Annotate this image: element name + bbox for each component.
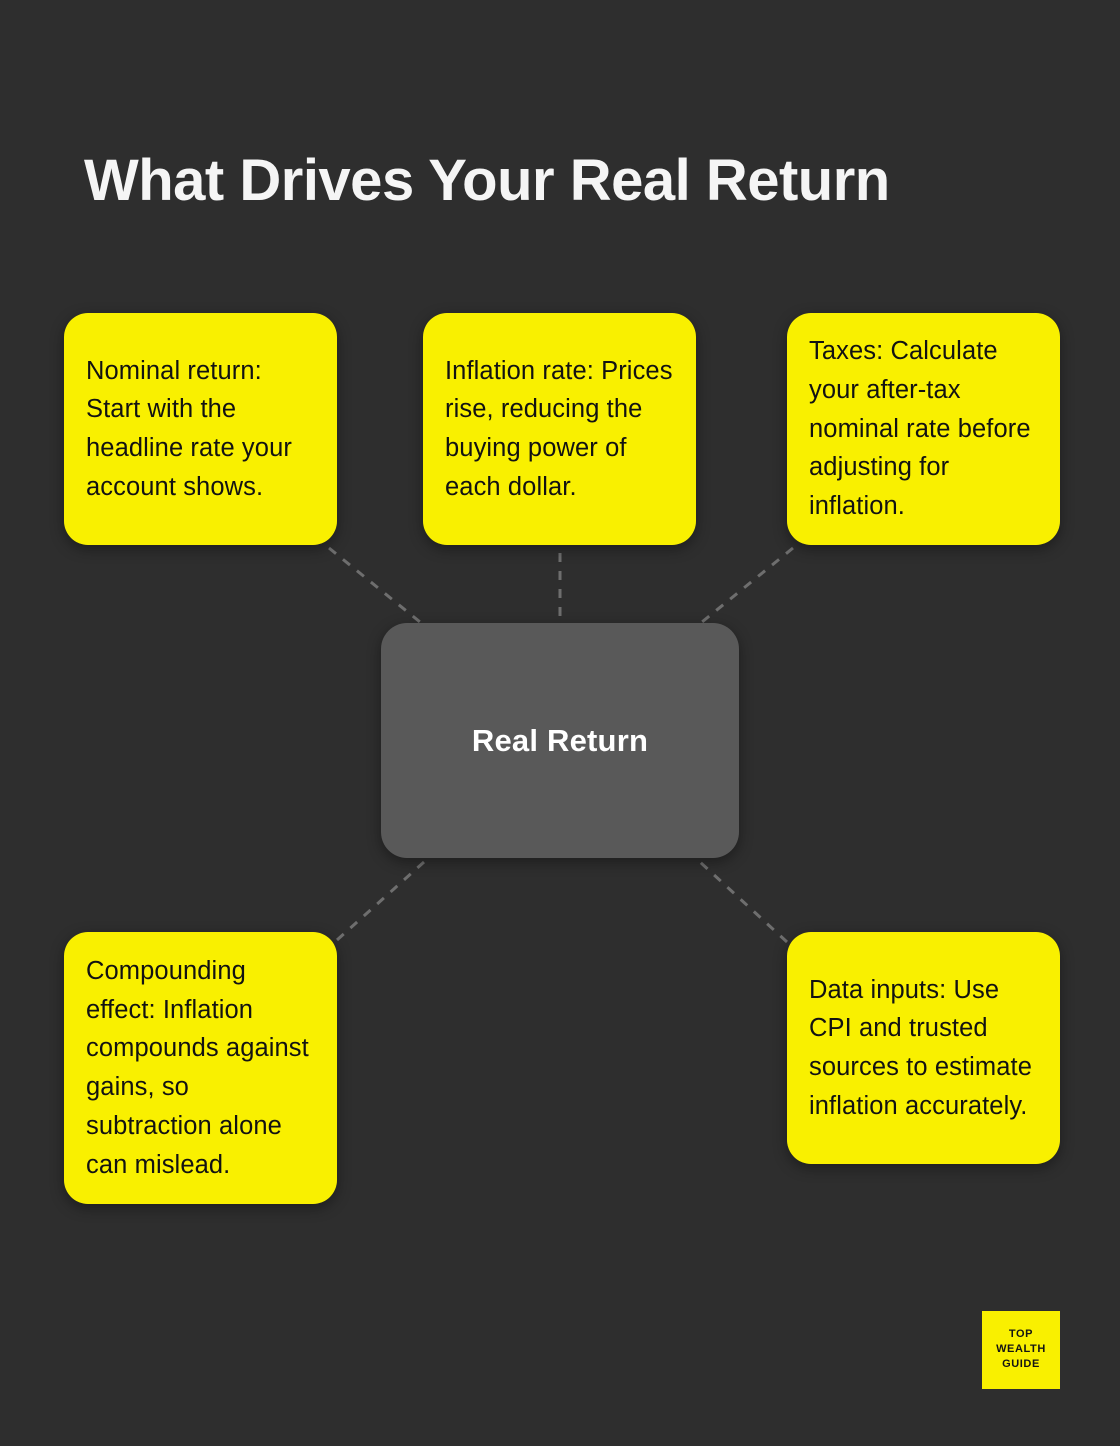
- node-real-return-label: Real Return: [471, 722, 649, 758]
- connector-compounding-to-center: [335, 860, 426, 942]
- node-inflation-rate-label: Inflation rate: Prices rise, reducing th…: [445, 356, 673, 501]
- connector-datainputs-to-center: [698, 860, 789, 944]
- connector-nominal-to-center: [328, 546, 421, 624]
- node-nominal-return-label: Nominal return: Start with the headline …: [86, 356, 292, 501]
- node-real-return-center[interactable]: Real Return: [381, 623, 739, 858]
- connector-taxes-to-center: [701, 546, 794, 624]
- node-compounding-effect[interactable]: Compounding effect: Inflation compounds …: [64, 932, 337, 1204]
- node-nominal-return[interactable]: Nominal return: Start with the headline …: [64, 313, 337, 545]
- brand-logo-line-3: GUIDE: [1002, 1357, 1040, 1370]
- node-taxes-label: Taxes: Calculate your after-tax nominal …: [809, 337, 1031, 521]
- node-data-inputs[interactable]: Data inputs: Use CPI and trusted sources…: [787, 932, 1060, 1164]
- page-title: What Drives Your Real Return: [84, 147, 890, 213]
- node-taxes[interactable]: Taxes: Calculate your after-tax nominal …: [787, 313, 1060, 545]
- brand-logo-line-1: TOP: [1008, 1328, 1034, 1341]
- node-compounding-effect-label: Compounding effect: Inflation compounds …: [86, 956, 309, 1179]
- brand-logo-line-2: WEALTH: [996, 1343, 1046, 1356]
- node-inflation-rate[interactable]: Inflation rate: Prices rise, reducing th…: [423, 313, 696, 545]
- brand-logo: TOP WEALTH GUIDE: [982, 1311, 1060, 1389]
- node-data-inputs-label: Data inputs: Use CPI and trusted sources…: [809, 975, 1032, 1120]
